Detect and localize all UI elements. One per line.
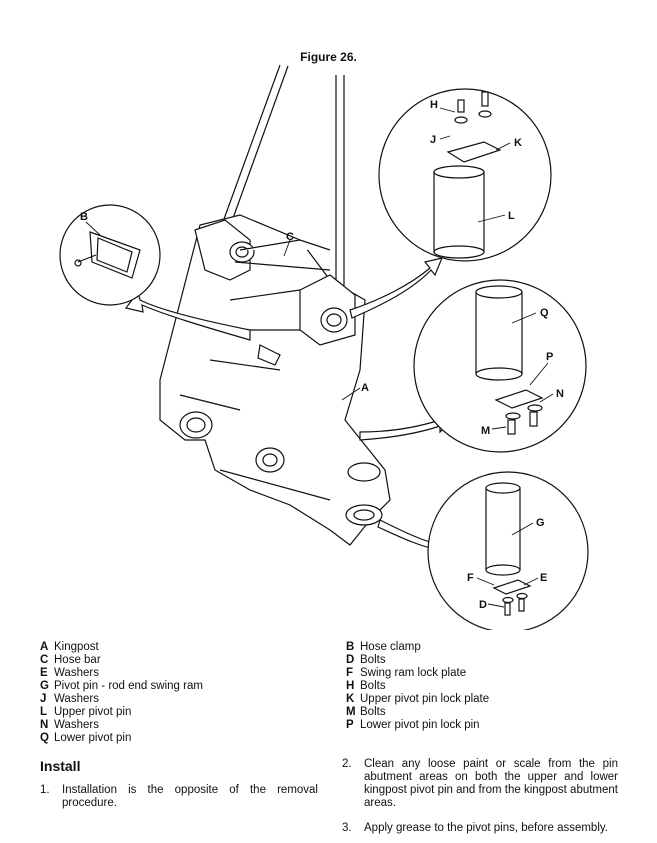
callout-m: M — [481, 425, 490, 437]
install-step-2: 2. Clean any loose paint or scale from t… — [342, 758, 618, 809]
detail-circle-hose-clamp — [59, 204, 161, 306]
install-step-1: 1. Installation is the opposite of the r… — [40, 784, 318, 809]
callout-h: H — [430, 99, 438, 111]
callout-e: E — [540, 572, 547, 584]
callout-a: A — [361, 382, 369, 394]
callout-n: N — [556, 388, 564, 400]
hose-lines — [219, 64, 345, 290]
callout-p: P — [546, 351, 553, 363]
install-step-3: 3. Apply grease to the pivot pins, befor… — [342, 822, 608, 834]
callout-q: Q — [540, 307, 549, 319]
detail-circle-upper-pin — [378, 88, 552, 262]
detail-circle-lower-pin — [413, 279, 587, 453]
kingpost-body — [159, 214, 391, 546]
callout-k: K — [514, 137, 522, 149]
callout-f: F — [467, 572, 474, 584]
callout-d: D — [479, 599, 487, 611]
detail-circle-swing-pin — [427, 471, 589, 630]
callout-g: G — [536, 517, 545, 529]
callout-b: B — [80, 211, 88, 223]
figure-title: Figure 26. — [300, 50, 357, 64]
kingpost-exploded-drawing: C A B H J K L Q P N M G F E D — [59, 64, 589, 630]
install-heading: Install — [40, 758, 81, 774]
callout-l: L — [508, 210, 515, 222]
callout-c: C — [286, 231, 294, 243]
callout-j: J — [430, 134, 436, 146]
leader-lines — [85, 107, 554, 608]
